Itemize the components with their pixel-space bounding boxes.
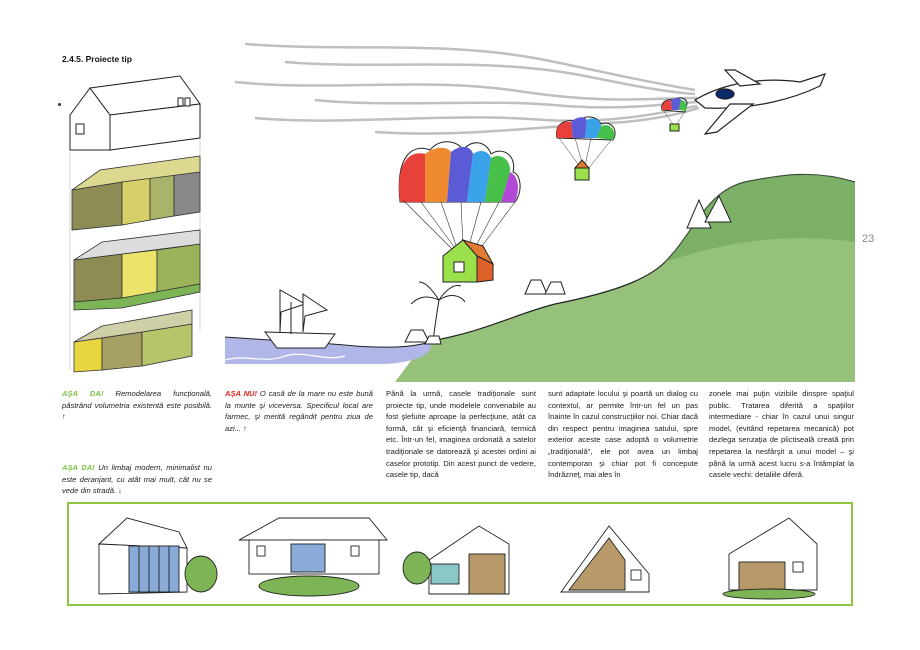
house-large xyxy=(442,239,495,283)
caption-tag: AŞA DA! xyxy=(62,389,104,398)
house-sketch-5 xyxy=(722,517,818,600)
caption-tag: AŞA NU! xyxy=(225,389,258,398)
modern-houses-sketches xyxy=(97,517,818,600)
body-text-column-2: sunt adaptate locului şi poartă un dialo… xyxy=(548,389,698,480)
caption-text: O casă de la mare nu este bună la munte … xyxy=(225,389,373,433)
house-sketch-1 xyxy=(97,517,218,595)
parachute-houses-illustration xyxy=(225,42,855,382)
caption-limbaj-modern: AŞA DA! Un limbaj modern, minimalist nu … xyxy=(62,462,212,497)
house-sketch-3 xyxy=(402,525,510,595)
hill-houses xyxy=(524,194,732,295)
house-sketch-4 xyxy=(560,525,650,593)
bullet-dot xyxy=(58,103,61,106)
body-text-column-3: zonele mai puţin vizibile dinspre spaţiu… xyxy=(709,389,854,480)
house-sketch-2 xyxy=(238,517,388,597)
parachute-medium xyxy=(555,116,616,181)
page-number: 23 xyxy=(862,233,875,245)
caption-remodelare: AŞA DA! Remodelarea funcţională, păstrân… xyxy=(62,388,212,423)
modern-houses-strip xyxy=(67,502,853,606)
caption-mare-munte: AŞA NU! O casă de la mare nu este bună l… xyxy=(225,388,373,434)
parachute-large xyxy=(398,141,521,251)
parachute-small xyxy=(661,97,688,132)
caption-text: Remodelarea funcţională, păstrând volume… xyxy=(62,389,212,422)
exploded-house-illustration xyxy=(69,75,201,373)
ship-icon xyxy=(263,289,336,349)
section-title: 2.4.5. Proiecte tip xyxy=(62,54,132,64)
body-text-column-1: Până la urmă, casele tradiţionale sunt p… xyxy=(386,389,536,480)
caption-tag: AŞA DA! xyxy=(62,463,95,472)
seaside-houses xyxy=(404,329,442,345)
airplane-icon xyxy=(693,69,827,135)
caption-text: Un limbaj modern, minimalist nu este der… xyxy=(62,463,212,496)
